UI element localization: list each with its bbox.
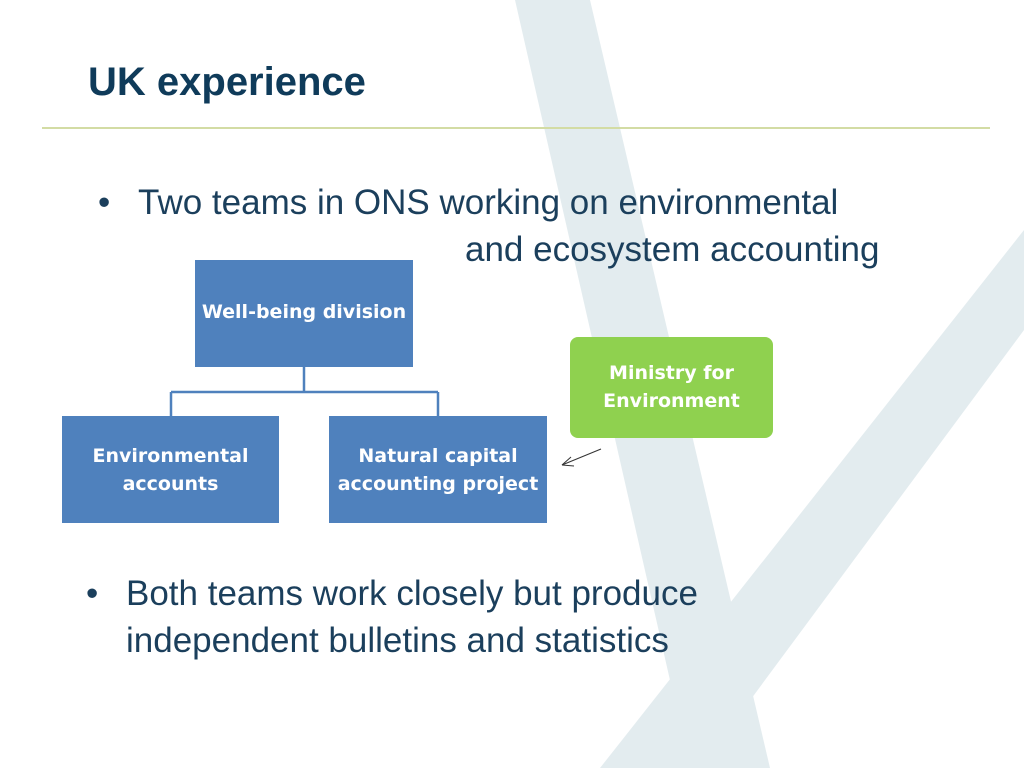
org-box-label-line-1: Environmental [92,445,249,467]
org-box-wellbeing-division: Well-being division [195,260,413,367]
bullet-1-line-1: Two teams in ONS working on environmenta… [138,183,839,222]
bullet-2-line-1: Both teams work closely but produce [126,574,698,613]
watermark-stroke-right [600,230,1024,768]
org-box-ministry-for-environment: Ministry for Environment [570,337,773,438]
bullet-2-line-2: independent bulletins and statistics [126,621,669,660]
org-box-natural-capital-project: Natural capital accounting project [329,416,547,523]
title-divider [42,127,990,129]
slide-title: UK experience [88,60,366,104]
org-box-label-line-2: accounting project [337,473,539,495]
org-box-environmental-accounts: Environmental accounts [62,416,279,523]
bullet-marker: • [98,183,111,222]
bullet-marker: • [86,574,99,613]
org-box-label-line-1: Natural capital [358,445,518,467]
arrow-ministry-to-natural-capital [561,448,602,467]
org-box-label-line-1: Ministry for [609,362,734,384]
org-box-label: Well-being division [201,301,407,323]
org-box-label-line-2: accounts [122,473,219,495]
org-box-label-line-2: Environment [603,390,740,412]
bullet-1-line-2: and ecosystem accounting [465,230,880,269]
